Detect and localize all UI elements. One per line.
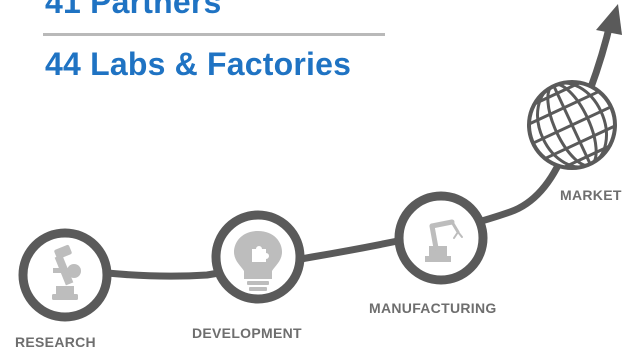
development-node xyxy=(211,210,305,304)
manufacturing-label: MANUFACTURING xyxy=(369,300,497,316)
partners-count: 41 Partners xyxy=(45,0,222,20)
stats-divider xyxy=(43,33,385,36)
robot-arm-icon xyxy=(425,219,463,262)
labs-factories-count: 44 Labs & Factories xyxy=(45,46,352,82)
microscope-icon xyxy=(52,244,81,300)
pipeline-path xyxy=(103,146,569,280)
market-label: MARKET xyxy=(560,187,622,203)
research-node xyxy=(18,228,112,322)
growth-arrow-head xyxy=(596,4,622,35)
development-label: DEVELOPMENT xyxy=(192,325,302,341)
market-node xyxy=(527,80,617,170)
research-label: RESEARCH xyxy=(15,334,96,350)
manufacturing-node xyxy=(394,191,488,285)
lightbulb-puzzle-icon xyxy=(234,231,282,291)
